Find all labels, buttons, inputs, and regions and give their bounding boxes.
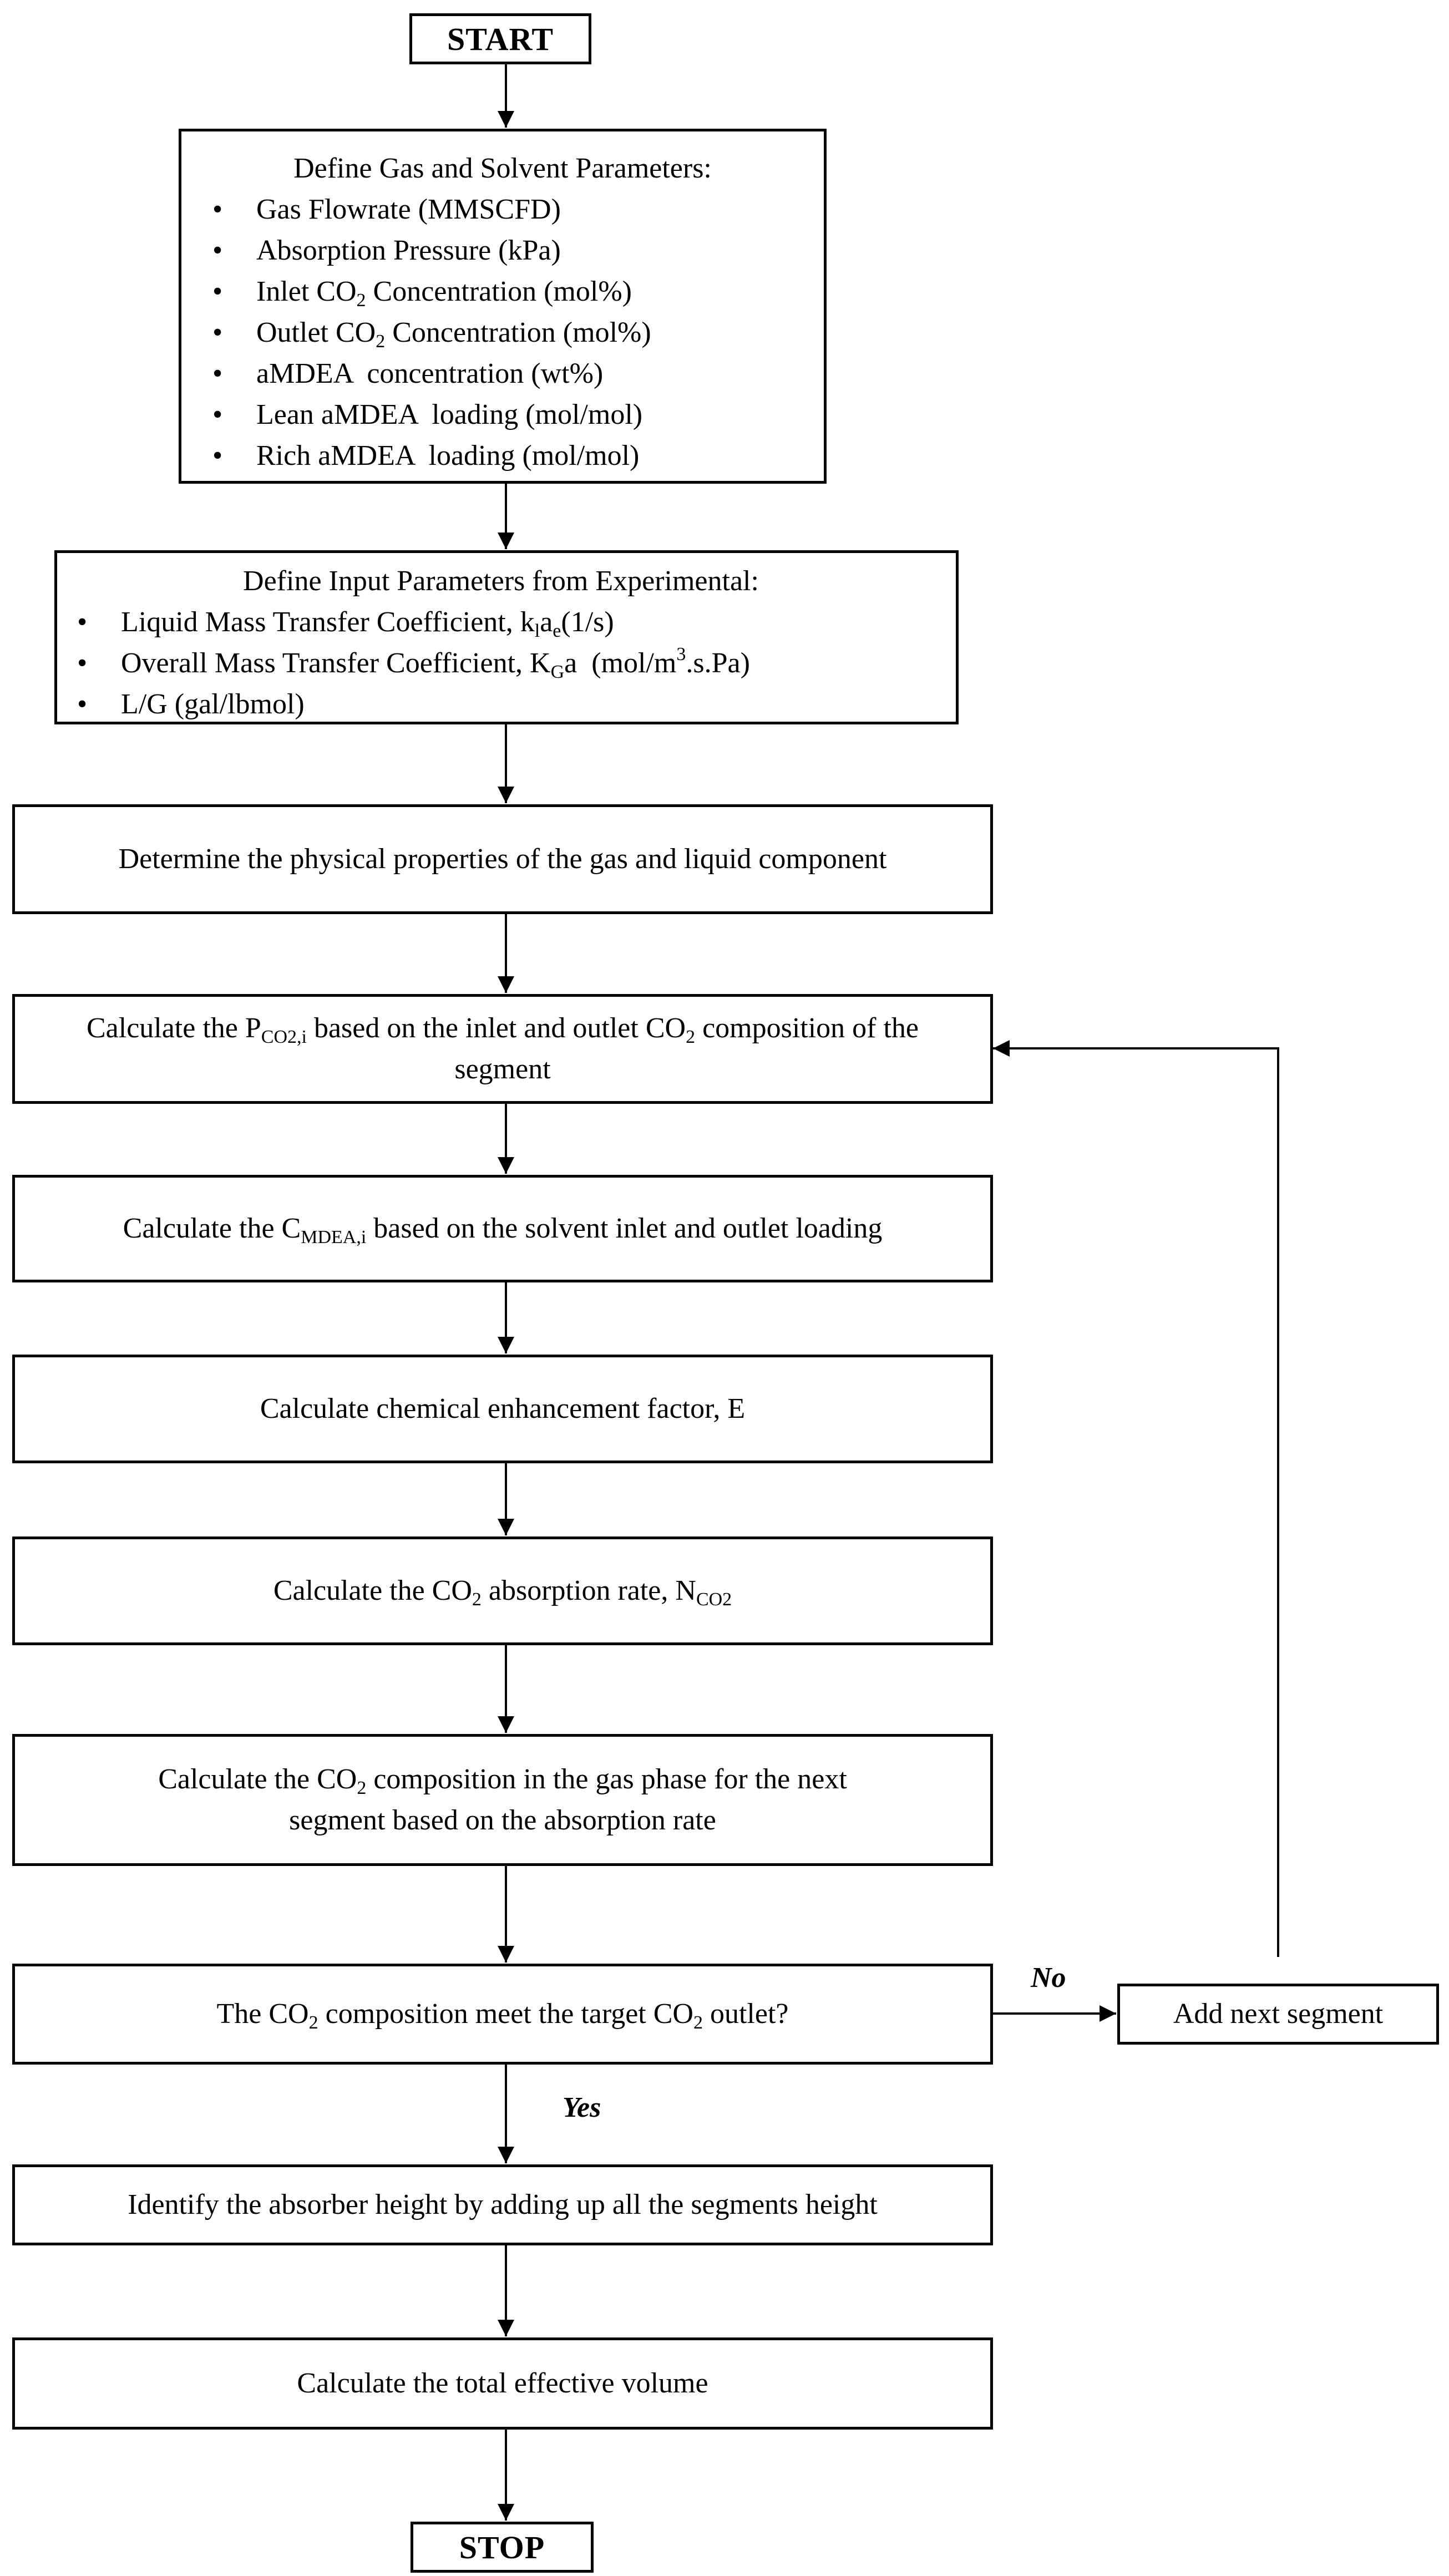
gas-solvent-parameters-box: Define Gas and Solvent Parameters: Gas F… <box>179 129 827 484</box>
experimental-item: Liquid Mass Transfer Coefficient, klae(1… <box>57 602 945 643</box>
arrowhead <box>993 1040 1010 1057</box>
gas-solvent-list: Gas Flowrate (MMSCFD) Absorption Pressur… <box>192 189 813 476</box>
experimental-parameters-box: Define Input Parameters from Experimenta… <box>54 550 959 725</box>
arrowhead <box>498 2320 514 2336</box>
start-terminal: START <box>409 13 591 64</box>
arrowhead <box>498 1946 514 1963</box>
absorber-height-text: Identify the absorber height by adding u… <box>128 2189 878 2220</box>
target-check-text: The CO2 composition meet the target CO2 … <box>216 1998 789 2033</box>
arrowhead <box>498 2147 514 2163</box>
effective-volume-text: Calculate the total effective volume <box>297 2367 708 2399</box>
cmdea-calculation-text: Calculate the CMDEA,i based on the solve… <box>123 1213 883 1248</box>
gas-solvent-item: Outlet CO2 Concentration (mol%) <box>192 312 813 353</box>
arrow-loop-back <box>993 1047 1279 1957</box>
experimental-heading: Define Input Parameters from Experimenta… <box>243 565 759 597</box>
gas-solvent-item: Absorption Pressure (kPa) <box>192 230 813 271</box>
start-label: START <box>447 21 554 57</box>
gas-solvent-item: Inlet CO2 Concentration (mol%) <box>192 271 813 312</box>
absorber-height-box: Identify the absorber height by adding u… <box>12 2164 993 2245</box>
arrowhead <box>498 1337 514 1353</box>
arrowhead <box>498 2504 514 2521</box>
enhancement-factor-text: Calculate chemical enhancement factor, E <box>260 1393 746 1424</box>
yes-branch-label: Yes <box>563 2092 601 2123</box>
arrowhead <box>498 1157 514 1174</box>
effective-volume-box: Calculate the total effective volume <box>12 2337 993 2430</box>
target-check-box: The CO2 composition meet the target CO2 … <box>12 1964 993 2065</box>
pco2-calculation-text: Calculate the PCO2,i based on the inlet … <box>86 1012 919 1085</box>
stop-terminal: STOP <box>411 2522 594 2573</box>
gas-solvent-heading: Define Gas and Solvent Parameters: <box>293 153 712 184</box>
physical-properties-box: Determine the physical properties of the… <box>12 804 993 914</box>
enhancement-factor-box: Calculate chemical enhancement factor, E <box>12 1355 993 1463</box>
gas-solvent-item: Rich aMDEA loading (mol/mol) <box>192 435 813 476</box>
physical-properties-text: Determine the physical properties of the… <box>118 843 887 875</box>
cmdea-calculation-box: Calculate the CMDEA,i based on the solve… <box>12 1175 993 1282</box>
next-segment-composition-text: Calculate the CO2 composition in the gas… <box>158 1763 847 1836</box>
experimental-list: Liquid Mass Transfer Coefficient, klae(1… <box>57 602 945 725</box>
gas-solvent-item: Gas Flowrate (MMSCFD) <box>192 189 813 230</box>
arrowhead <box>498 976 514 993</box>
no-branch-label: No <box>1031 1962 1066 1994</box>
arrowhead <box>498 1519 514 1535</box>
experimental-item: Overall Mass Transfer Coefficient, KGa (… <box>57 643 945 684</box>
next-segment-composition-box: Calculate the CO2 composition in the gas… <box>12 1734 993 1866</box>
arrowhead <box>498 111 514 128</box>
arrowhead <box>498 1716 514 1733</box>
gas-solvent-item: Lean aMDEA loading (mol/mol) <box>192 394 813 435</box>
arrowhead <box>1100 2005 1116 2022</box>
absorption-rate-text: Calculate the CO2 absorption rate, NCO2 <box>273 1575 732 1610</box>
add-next-segment-text: Add next segment <box>1173 1998 1384 2030</box>
arrowhead <box>498 533 514 549</box>
arrowhead <box>498 787 514 803</box>
pco2-calculation-box: Calculate the PCO2,i based on the inlet … <box>12 994 993 1104</box>
add-next-segment-box: Add next segment <box>1117 1984 1439 2045</box>
absorption-rate-box: Calculate the CO2 absorption rate, NCO2 <box>12 1537 993 1645</box>
stop-label: STOP <box>459 2529 545 2565</box>
gas-solvent-item: aMDEA concentration (wt%) <box>192 353 813 394</box>
experimental-item: L/G (gal/lbmol) <box>57 684 945 725</box>
